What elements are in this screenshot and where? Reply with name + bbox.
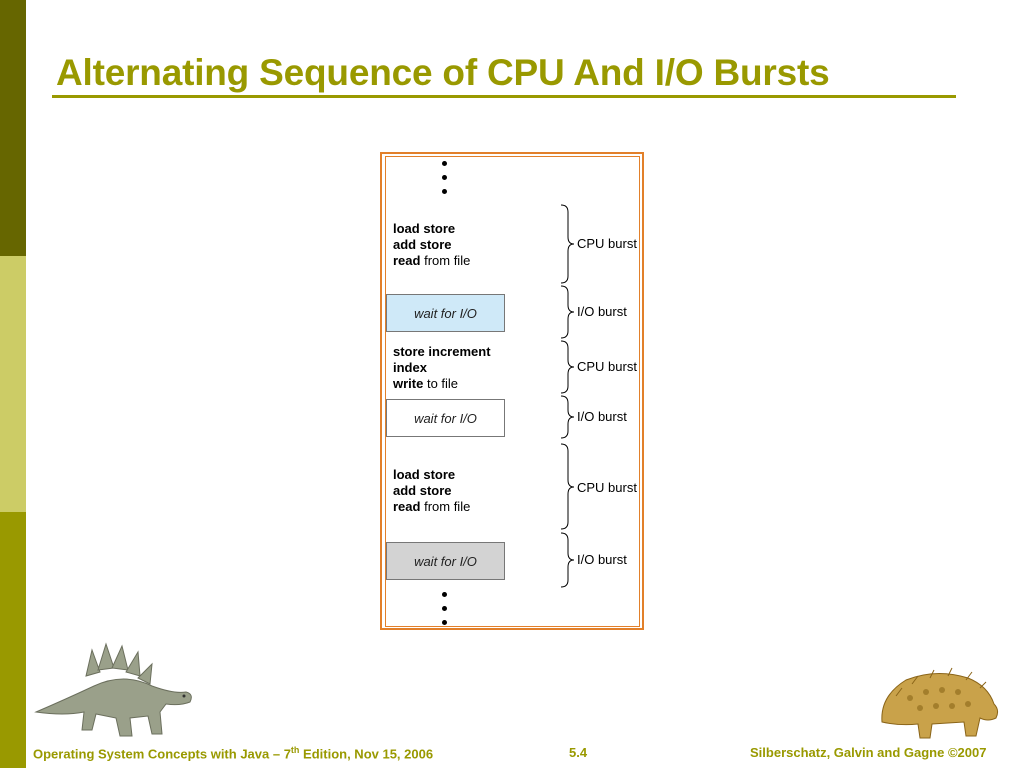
code-text: from file [420,499,471,514]
brace [560,395,575,439]
footer-authors: Silberschatz, Galvin and Gagne ©2007 [750,745,987,760]
code-text: to file [423,376,459,391]
brace [560,443,575,530]
sidebar-band-bottom [0,512,26,768]
wait-for-io-box: wait for I/O [386,542,505,580]
brace [560,532,575,588]
ellipsis-dot [442,606,447,611]
footer-course-label: Operating System Concepts with Java – 7t… [33,745,433,761]
code-text: from file [420,253,471,268]
brace [560,285,575,339]
wait-for-io-box: wait for I/O [386,399,505,437]
burst-label: CPU burst [577,236,637,251]
burst-label: I/O burst [577,304,627,319]
sidebar-band-top [0,0,26,256]
ellipsis-dot [442,620,447,625]
code-keyword: store increment [393,344,491,359]
code-keyword: read [393,253,421,268]
footer-course-superscript: th [290,745,300,755]
ellipsis-dot [442,189,447,194]
sidebar-band-middle [0,256,26,512]
burst-label: I/O burst [577,552,627,567]
burst-label: CPU burst [577,480,637,495]
title-underline [52,95,956,98]
code-keyword: add store [393,237,452,252]
burst-label: CPU burst [577,359,637,374]
code-keyword: load store [393,221,456,236]
brace [560,204,575,284]
ellipsis-dot [442,592,447,597]
wait-for-io-box: wait for I/O [386,294,505,332]
code-keyword: write [393,376,424,391]
ellipsis-dot [442,161,447,166]
code-keyword: add store [393,483,452,498]
code-keyword: read [393,499,421,514]
code-block-3: load store add store read from file [393,467,470,515]
stegosaurus-icon [34,642,192,737]
code-keyword: load store [393,467,456,482]
burst-label: I/O burst [577,409,627,424]
code-block-1: load store add store read from file [393,221,470,269]
page-number: 5.4 [569,745,588,760]
diagram-inner-frame [385,156,640,627]
brace [560,340,575,394]
code-keyword: index [393,360,427,375]
footer-course-prefix: Operating System Concepts with Java – 7 [33,746,291,762]
slide-title: Alternating Sequence of CPU And I/O Burs… [56,52,830,93]
ellipsis-dot [442,175,447,180]
ankylosaurus-icon [881,667,999,739]
footer-course-suffix: Edition, Nov 15, 2006 [299,746,434,762]
code-block-2: store increment index write to file [393,344,491,392]
